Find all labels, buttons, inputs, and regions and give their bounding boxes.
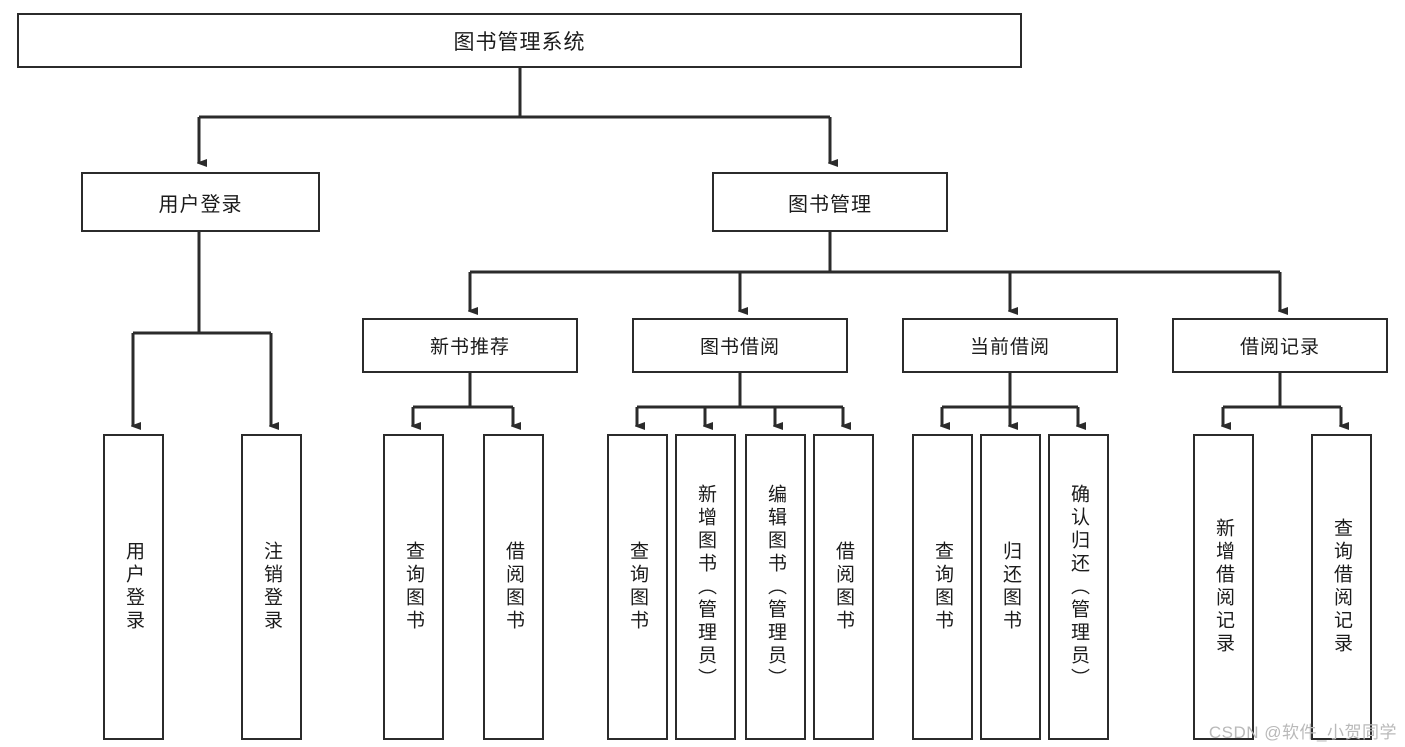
node-borrow-record[interactable]: 借阅记录 xyxy=(1172,318,1388,373)
leaf-book-borrow-edit[interactable]: 编辑图书（管理员） xyxy=(745,434,806,740)
leaf-label: 查询图书 xyxy=(932,541,953,633)
leaf-borrow-record-query[interactable]: 查询借阅记录 xyxy=(1311,434,1372,740)
csdn-watermark: CSDN @软件_小贺同学 xyxy=(1208,723,1397,742)
node-book-management[interactable]: 图书管理 xyxy=(712,172,948,232)
node-current-borrow-label: 当前借阅 xyxy=(969,337,1050,358)
node-book-borrow[interactable]: 图书借阅 xyxy=(632,318,848,373)
node-book-management-label: 图书管理 xyxy=(788,193,872,216)
leaf-label: 借阅图书 xyxy=(833,541,854,633)
leaf-new-book-query[interactable]: 查询图书 xyxy=(383,434,444,740)
leaf-label: 查询借阅记录 xyxy=(1331,518,1352,656)
node-new-book-recommend[interactable]: 新书推荐 xyxy=(362,318,578,373)
leaf-user-login-signin[interactable]: 用户登录 xyxy=(103,434,164,740)
node-book-borrow-label: 图书借阅 xyxy=(699,337,780,358)
leaf-new-book-borrow[interactable]: 借阅图书 xyxy=(483,434,544,740)
leaf-label: 新增借阅记录 xyxy=(1213,518,1234,656)
leaf-borrow-record-add[interactable]: 新增借阅记录 xyxy=(1193,434,1254,740)
node-user-login-label: 用户登录 xyxy=(158,193,243,216)
node-user-login[interactable]: 用户登录 xyxy=(81,172,320,232)
leaf-book-borrow-lend[interactable]: 借阅图书 xyxy=(813,434,874,740)
node-current-borrow[interactable]: 当前借阅 xyxy=(902,318,1118,373)
node-root-label: 图书管理系统 xyxy=(453,30,586,54)
leaf-current-borrow-return[interactable]: 归还图书 xyxy=(980,434,1041,740)
leaf-current-borrow-query[interactable]: 查询图书 xyxy=(912,434,973,740)
leaf-label: 归还图书 xyxy=(1000,541,1021,633)
leaf-label: 查询图书 xyxy=(403,541,424,633)
leaf-book-borrow-query[interactable]: 查询图书 xyxy=(607,434,668,740)
leaf-label: 编辑图书（管理员） xyxy=(765,483,786,691)
node-borrow-record-label: 借阅记录 xyxy=(1239,337,1320,358)
leaf-current-borrow-confirm-return[interactable]: 确认归还（管理员） xyxy=(1048,434,1109,740)
leaf-label: 注销登录 xyxy=(261,541,282,633)
leaf-label: 确认归还（管理员） xyxy=(1068,483,1089,691)
leaf-label: 查询图书 xyxy=(627,541,648,633)
leaf-label: 用户登录 xyxy=(123,541,144,633)
node-root[interactable]: 图书管理系统 xyxy=(17,13,1022,68)
leaf-label: 新增图书（管理员） xyxy=(695,483,716,691)
node-new-book-recommend-label: 新书推荐 xyxy=(429,337,510,358)
leaf-book-borrow-add[interactable]: 新增图书（管理员） xyxy=(675,434,736,740)
leaf-label: 借阅图书 xyxy=(503,541,524,633)
leaf-user-login-signout[interactable]: 注销登录 xyxy=(241,434,302,740)
